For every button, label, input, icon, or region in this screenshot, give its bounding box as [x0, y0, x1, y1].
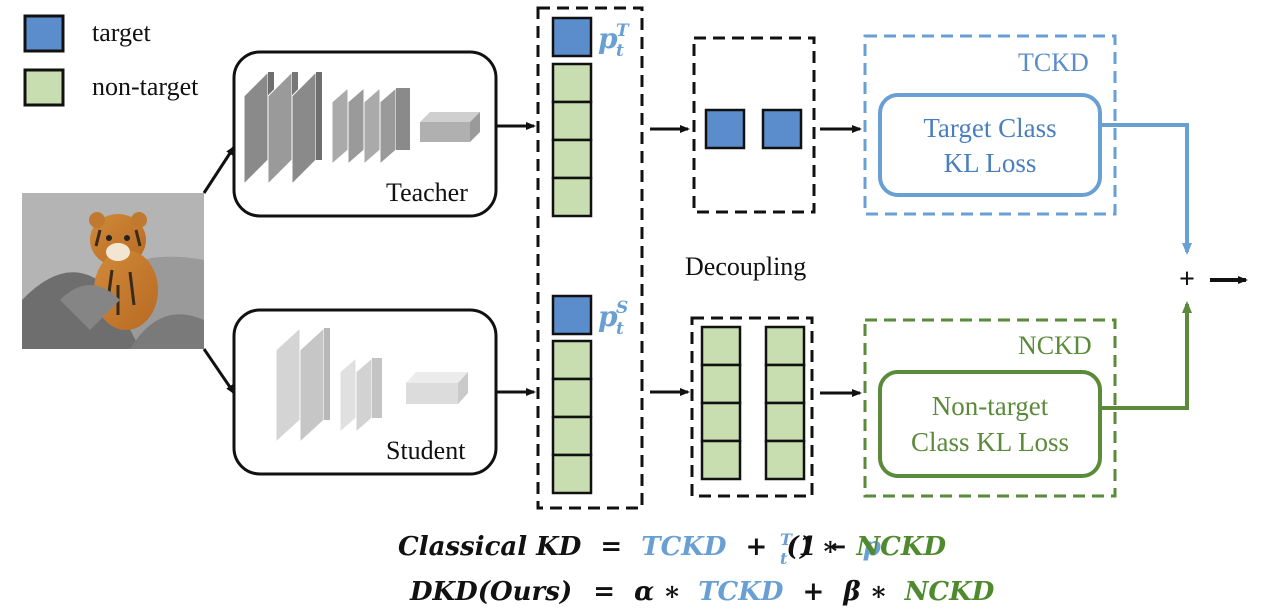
tiger-input-image — [22, 193, 204, 349]
student-target-prob — [551, 294, 593, 336]
student-target-copy — [761, 108, 803, 150]
tckd-tag: TCKD — [1018, 48, 1089, 77]
sum-symbol: + — [1179, 264, 1195, 295]
svg-text:T: T — [616, 21, 630, 41]
classical-kd-equation: Classical KD = TCKD + (1 − p T t ) ∗ NCK… — [398, 530, 946, 568]
nckd-panel — [863, 318, 1117, 498]
arrow-image-to-teacher — [202, 145, 236, 194]
legend-target-swatch — [23, 14, 65, 53]
nckd-loss-line1: Non-target — [932, 391, 1049, 421]
dkd-equation: DKD(Ours) = α ∗ TCKD + β ∗ NCKD — [409, 577, 995, 607]
tckd-loss-box — [878, 93, 1102, 197]
nckd-loss-box — [878, 370, 1102, 478]
student-label: Student — [386, 436, 466, 465]
legend-non-target-label: non-target — [92, 72, 199, 101]
student-prob-symbol: p t S — [598, 298, 628, 339]
svg-text:p: p — [598, 22, 618, 55]
svg-text:t: t — [616, 319, 624, 339]
nckd-to-sum-arrow — [1100, 301, 1192, 410]
nckd-tag: NCKD — [1018, 331, 1092, 360]
teacher-non-target-copy — [700, 325, 742, 481]
probability-column — [536, 6, 644, 510]
teacher-target-prob — [551, 16, 593, 58]
legend-non-target-swatch — [23, 68, 65, 107]
svg-text:T: T — [780, 530, 793, 549]
nckd-loss-line2: Class KL Loss — [911, 427, 1069, 457]
student-non-target-probs — [551, 339, 593, 495]
teacher-prob-symbol: p t T — [598, 21, 630, 61]
teacher-label: Teacher — [386, 178, 468, 207]
svg-text:Classical KD = TCK: Classical KD = TCKD + (1 − p — [398, 532, 881, 562]
svg-text:S: S — [616, 298, 628, 318]
svg-text:t: t — [616, 41, 624, 61]
svg-text:t: t — [780, 549, 788, 568]
student-network-icon — [275, 326, 468, 444]
tckd-to-sum-arrow — [1100, 123, 1192, 255]
legend-target-label: target — [92, 18, 151, 47]
tckd-loss-line2: KL Loss — [944, 148, 1037, 178]
tckd-panel — [863, 34, 1117, 216]
svg-text:) ∗ NCKD: ) ∗ NCKD — [799, 532, 946, 562]
svg-text:DKD(Ours) = α ∗: DKD(Ours) = α ∗ TCKD + β ∗ NCKD — [409, 577, 995, 607]
target-pair-box — [692, 36, 816, 214]
teacher-target-copy — [704, 108, 746, 150]
teacher-non-target-probs — [551, 62, 593, 218]
non-target-pair-box — [690, 316, 814, 498]
arrow-image-to-student — [202, 348, 236, 395]
teacher-network-icon — [243, 70, 480, 186]
decoupling-label: Decoupling — [685, 252, 806, 281]
tckd-loss-line1: Target Class — [923, 113, 1056, 143]
svg-text:p: p — [598, 300, 618, 333]
student-non-target-copy — [764, 325, 806, 481]
